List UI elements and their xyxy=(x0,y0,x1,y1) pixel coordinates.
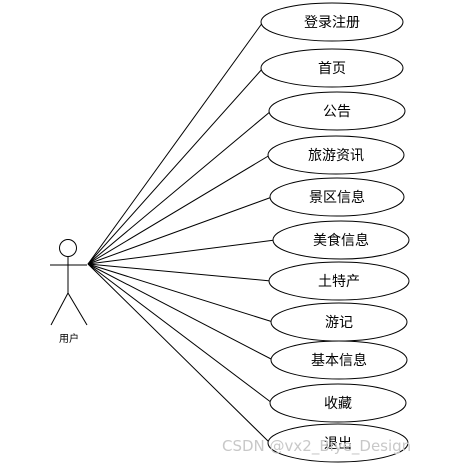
watermark: CSDN @vx2_Biye_Design xyxy=(222,437,412,455)
association-line-food-info xyxy=(87,239,276,265)
association-lines xyxy=(87,21,276,444)
actor-label: 用户 xyxy=(59,332,79,345)
actor-right-leg xyxy=(67,292,88,326)
use-case-food-info xyxy=(272,220,410,260)
use-case-label-food-info: 美食信息 xyxy=(313,232,369,249)
association-line-favorites xyxy=(87,263,273,404)
use-case-label-travel-notes: 游记 xyxy=(325,315,353,331)
association-line-travel-news xyxy=(87,154,271,265)
association-line-home xyxy=(87,67,264,265)
use-case-label-logout: 退出 xyxy=(324,436,352,452)
use-case-travel-news xyxy=(267,135,405,175)
use-case-label-local-products: 土特产 xyxy=(318,274,360,290)
use-case-label-login-register: 登录注册 xyxy=(304,15,360,31)
use-case-label-announcement: 公告 xyxy=(323,104,351,120)
use-case-home xyxy=(260,48,404,88)
association-line-local-products xyxy=(87,263,272,282)
association-line-scenic-info xyxy=(87,196,273,265)
association-line-login-register xyxy=(87,21,264,265)
use-case-label-basic-info: 基本信息 xyxy=(311,352,367,369)
use-case-favorites xyxy=(269,383,407,423)
association-line-travel-notes xyxy=(87,263,274,323)
association-line-basic-info xyxy=(87,263,274,361)
actor-user: 用户 xyxy=(50,239,88,345)
association-line-announcement xyxy=(87,110,272,265)
use-case-scenic-info xyxy=(269,177,405,217)
actor-left-leg xyxy=(50,292,69,326)
use-case-basic-info xyxy=(270,340,408,380)
use-case-announcement xyxy=(268,91,406,131)
actor-head xyxy=(59,239,77,257)
use-case-label-scenic-info: 景区信息 xyxy=(309,189,365,206)
use-case-login-register xyxy=(260,2,404,42)
use-case-label-favorites: 收藏 xyxy=(324,396,352,412)
use-case-label-travel-news: 旅游资讯 xyxy=(308,148,364,164)
association-line-logout xyxy=(87,263,271,444)
use-case-local-products xyxy=(268,261,410,301)
use-case-logout xyxy=(267,423,409,463)
use-case-label-home: 首页 xyxy=(318,61,346,77)
